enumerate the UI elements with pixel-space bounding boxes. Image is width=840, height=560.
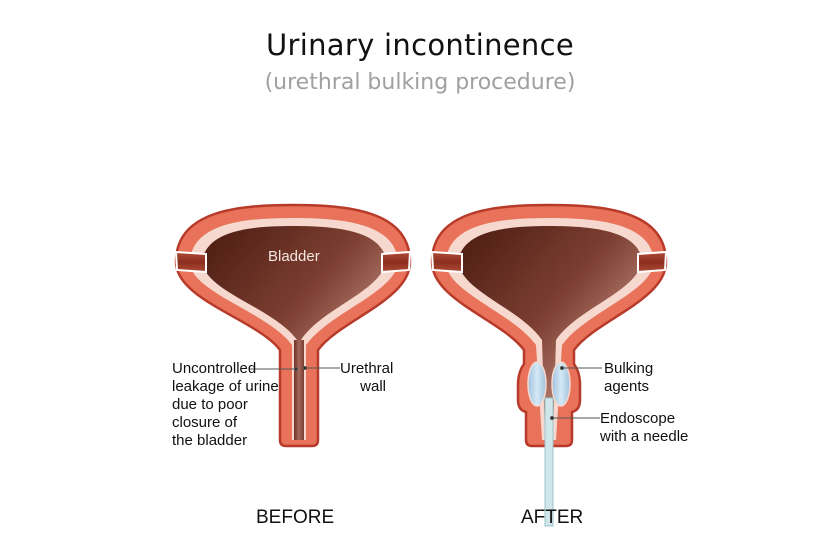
endoscope-line-2: with a needle (600, 428, 689, 445)
before-caption: BEFORE (256, 507, 335, 528)
bladder-label: Bladder (268, 248, 320, 265)
bulking-agents-label: Bulking agents (604, 360, 653, 396)
before-bladder (174, 203, 412, 448)
leakage-line-3: due to poor (172, 396, 248, 413)
leakage-line-2: leakage of urine (172, 378, 279, 395)
leader-lines (250, 366, 602, 420)
endoscope-label: Endoscope with a needle (600, 410, 688, 446)
leakage-label: Uncontrolled leakage of urine due to poo… (172, 360, 279, 450)
urethral-wall-line-1: Urethral (340, 360, 394, 377)
page-subtitle: (urethral bulking procedure) (264, 70, 576, 95)
page-title: Urinary incontinence (266, 28, 574, 62)
bulking-agent-left (527, 361, 547, 407)
endoscope-line-1: Endoscope (600, 410, 676, 427)
bulking-agents-line-2: agents (604, 378, 650, 395)
urethral-wall-label: Urethral wall (340, 360, 394, 396)
urethral-wall-line-2: wall (360, 378, 386, 395)
bulking-agent-right (551, 361, 571, 407)
bulking-agents-line-1: Bulking (604, 360, 654, 377)
endoscope (544, 397, 554, 527)
leakage-line-1: Uncontrolled (172, 360, 257, 377)
after-caption: AFTER (521, 507, 584, 528)
leakage-line-5: the bladder (172, 432, 248, 449)
leakage-line-4: closure of (172, 414, 238, 431)
after-bladder (430, 203, 668, 527)
